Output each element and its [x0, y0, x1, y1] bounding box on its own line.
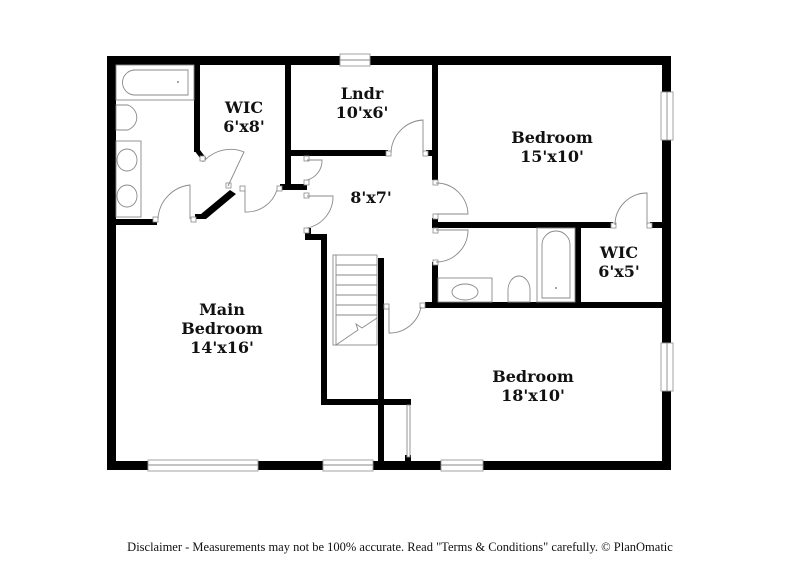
room-name: Bedroom — [511, 128, 593, 147]
room-label-bedroom-3: Bedroom 18'x10' — [492, 367, 574, 405]
room-label-main-bedroom: Main Bedroom 14'x16' — [181, 300, 263, 357]
room-name-line1: Main — [199, 300, 245, 319]
exterior-walls — [107, 56, 671, 470]
room-size: 14'x16' — [190, 338, 254, 357]
room-size: 15'x10' — [520, 147, 584, 166]
room-label-hall: 8'x7' — [350, 188, 392, 207]
door-jambs — [152, 150, 653, 310]
disclaimer-text: Disclaimer - Measurements may not be 100… — [127, 540, 673, 554]
staircase — [332, 254, 411, 458]
room-name: Bedroom — [492, 367, 574, 386]
windows — [147, 53, 674, 472]
room-size: 8'x7' — [350, 188, 392, 207]
master-bath-fixtures — [115, 64, 195, 218]
room-label-bedroom-2: Bedroom 15'x10' — [511, 128, 593, 166]
door-swings — [157, 119, 648, 334]
room-size: 18'x10' — [501, 386, 565, 405]
hall-bath-fixtures — [437, 227, 576, 303]
room-name: WIC — [224, 98, 264, 117]
room-label-wic-1: WIC 6'x8' — [223, 98, 265, 136]
room-size: 10'x6' — [335, 103, 389, 122]
room-name: Lndr — [340, 84, 384, 103]
room-name: WIC — [599, 243, 639, 262]
room-label-wic-2: WIC 6'x5' — [598, 243, 640, 281]
interior-walls — [112, 60, 670, 468]
room-size: 6'x8' — [223, 117, 265, 136]
room-size: 6'x5' — [598, 262, 640, 281]
room-name-line2: Bedroom — [181, 319, 263, 338]
room-label-laundry: Lndr 10'x6' — [336, 84, 389, 122]
